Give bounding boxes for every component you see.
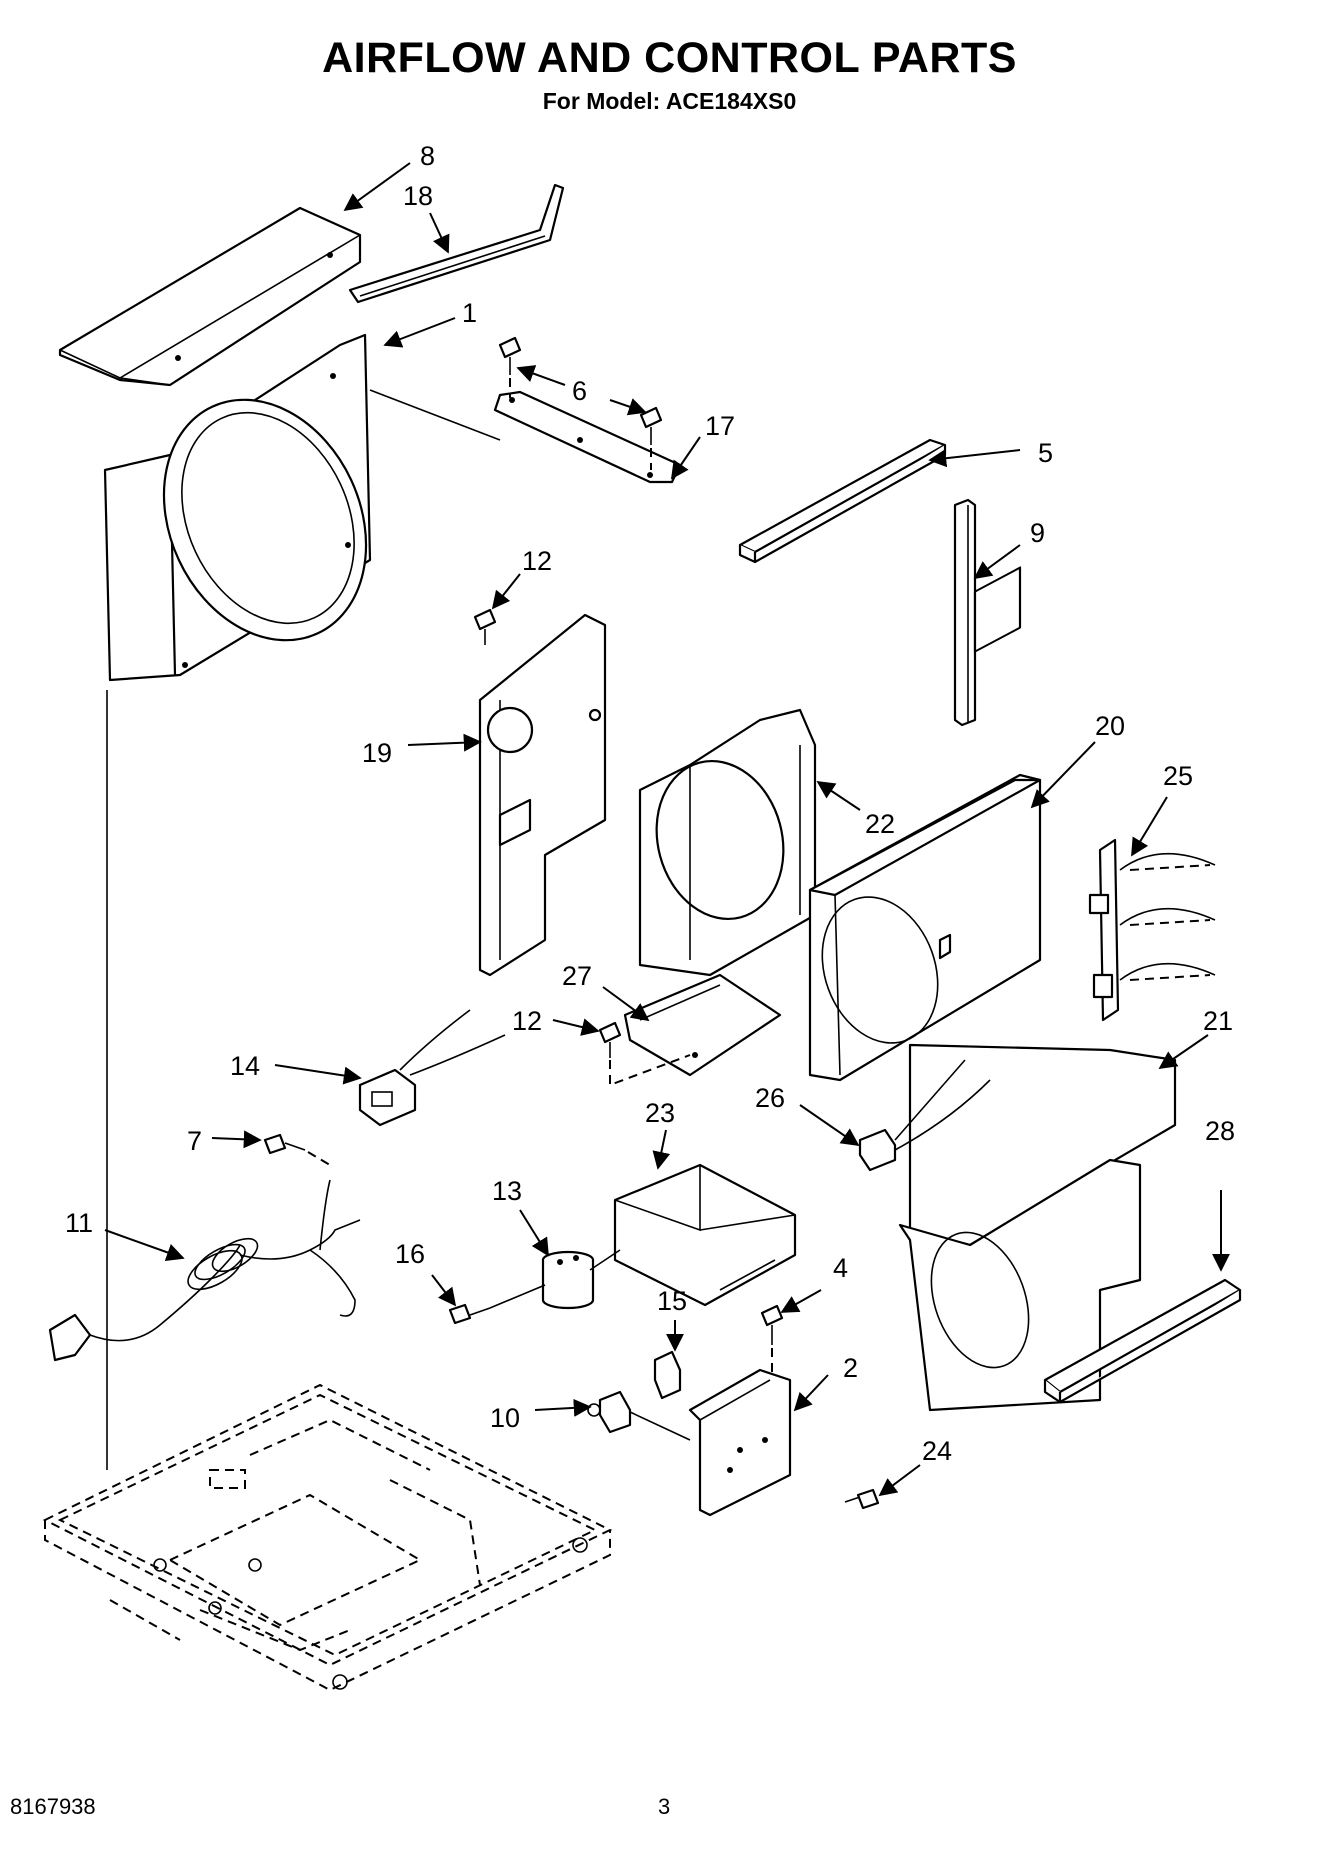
part-17-bracket [493, 390, 682, 484]
part-12-screw-upper [473, 608, 497, 645]
callout-2: 2 [843, 1353, 858, 1383]
assembly-line-1 [369, 389, 501, 441]
part-7-screw [263, 1133, 331, 1166]
part-27-plate [623, 973, 782, 1077]
callout-17: 17 [705, 411, 735, 441]
callout-6: 6 [572, 376, 587, 406]
part-4-screw [760, 1304, 784, 1372]
part-2-control-bracket [688, 1368, 792, 1517]
part-5-horizontal-seal [738, 438, 947, 564]
callout-leaders [104, 162, 1230, 1497]
part-1-shroud [103, 333, 372, 682]
callout-12-top: 12 [522, 546, 552, 576]
callout-12-bottom: 12 [512, 1006, 542, 1036]
document-number: 8167938 [10, 1794, 96, 1819]
callout-15: 15 [657, 1286, 687, 1316]
part-28-bottom-seal [1043, 1278, 1242, 1404]
part-20-orifice-panel [808, 773, 1042, 1082]
callout-8: 8 [420, 141, 435, 171]
callout-18: 18 [403, 181, 433, 211]
callout-22: 22 [865, 809, 895, 839]
callout-27: 27 [562, 961, 592, 991]
callout-16: 16 [395, 1239, 425, 1269]
model-subtitle: For Model: ACE184XS0 [542, 88, 797, 114]
part-12-screw-lower [598, 1021, 691, 1087]
part-6-screw-a [498, 336, 522, 398]
part-15-clip [653, 1350, 682, 1400]
part-18-seal-strip [348, 183, 565, 304]
assembly-line-13 [589, 1249, 621, 1271]
part-26-harness [858, 1059, 991, 1172]
callout-7: 7 [187, 1126, 202, 1156]
part-10-switch [587, 1390, 691, 1441]
callout-20: 20 [1095, 711, 1125, 741]
part-25-heater [1088, 838, 1216, 1022]
callout-10: 10 [490, 1403, 520, 1433]
callout-9: 9 [1030, 518, 1045, 548]
callout-28: 28 [1205, 1116, 1235, 1146]
callout-4: 4 [833, 1253, 848, 1283]
callout-25: 25 [1163, 761, 1193, 791]
page-title: AIRFLOW AND CONTROL PARTS [322, 34, 1017, 82]
page-number: 3 [658, 1794, 671, 1819]
callout-11: 11 [65, 1208, 93, 1238]
part-11-power-cord [48, 1179, 361, 1362]
part-8-top-panel [58, 206, 362, 387]
part-13-capacitor [541, 1250, 595, 1310]
part-16-screw [448, 1284, 546, 1325]
callout-1: 1 [462, 298, 477, 328]
callout-19: 19 [362, 738, 392, 768]
part-22-scroll-housing [638, 708, 817, 977]
part-24-screw [844, 1488, 880, 1510]
callout-26: 26 [755, 1083, 785, 1113]
base-pan-reference [42, 1383, 613, 1692]
part-9-vertical-seal [953, 498, 977, 727]
part-21-grille-housing [898, 566, 1177, 1412]
part-23-control-box [613, 1163, 797, 1307]
callout-13: 13 [492, 1176, 522, 1206]
callout-23: 23 [645, 1098, 675, 1128]
part-19-control-bracket [478, 613, 607, 977]
part-14-switch-harness [358, 1009, 506, 1127]
callout-24: 24 [922, 1436, 952, 1466]
callout-5: 5 [1038, 438, 1053, 468]
callout-14: 14 [230, 1051, 260, 1081]
callout-numbers: 8 18 1 6 17 5 9 12 19 22 20 25 27 12 14 … [65, 141, 1235, 1466]
callout-21: 21 [1203, 1006, 1233, 1036]
